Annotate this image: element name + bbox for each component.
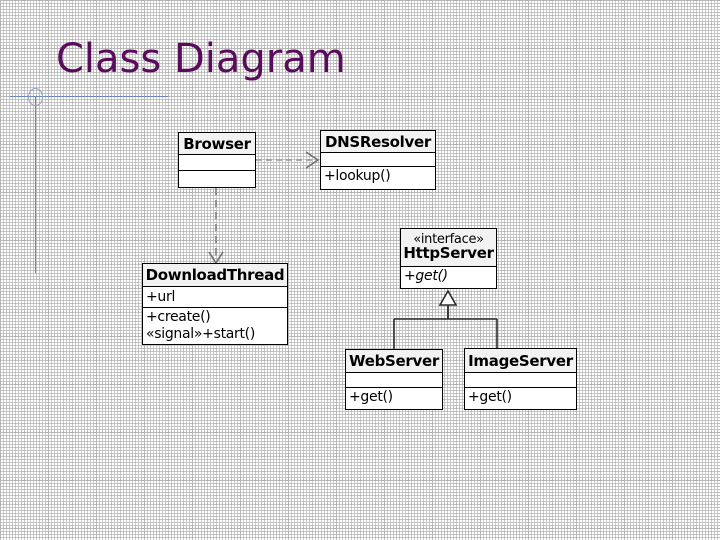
operation-lookup: +lookup() <box>324 168 391 184</box>
class-header-httpserver: «interface» HttpServer <box>401 229 496 267</box>
operation-start: «signal»+start() <box>146 326 256 342</box>
accent-circle-icon <box>28 88 43 106</box>
operation-get-imageserver: +get() <box>468 389 512 405</box>
operation-get-webserver: +get() <box>349 389 393 405</box>
class-name-webserver: WebServer <box>346 350 442 373</box>
dependency-browser-to-downloadthread <box>208 188 224 265</box>
page-title: Class Diagram <box>56 36 346 82</box>
class-box-httpserver[interactable]: «interface» HttpServer +get() <box>400 228 497 289</box>
class-name-httpserver: HttpServer <box>403 244 494 263</box>
class-attributes-dnsresolver <box>321 153 435 167</box>
class-operations-imageserver: +get() <box>465 388 576 409</box>
class-operations-httpserver: +get() <box>401 267 496 288</box>
class-box-browser[interactable]: Browser <box>178 132 256 188</box>
class-attributes-imageserver <box>465 373 576 388</box>
class-attributes-browser <box>179 155 255 171</box>
stereotype-interface: «interface» <box>413 231 484 247</box>
class-box-imageserver[interactable]: ImageServer +get() <box>464 348 577 410</box>
class-attributes-downloadthread: +url <box>143 287 287 308</box>
class-name-imageserver: ImageServer <box>465 349 576 373</box>
operation-get-httpserver: +get() <box>404 268 448 284</box>
generalization-to-httpserver <box>393 289 498 349</box>
dependency-browser-to-dnsresolver <box>256 151 320 169</box>
class-box-downloadthread[interactable]: DownloadThread +url +create() «signal»+s… <box>142 263 288 345</box>
class-name-dnsresolver: DNSResolver <box>321 131 435 153</box>
class-name-browser: Browser <box>179 133 255 155</box>
class-box-webserver[interactable]: WebServer +get() <box>345 349 443 410</box>
accent-vertical-rule <box>35 96 36 273</box>
attribute-url: +url <box>146 289 176 305</box>
class-operations-browser <box>179 171 255 187</box>
class-attributes-webserver <box>346 373 442 388</box>
class-name-downloadthread: DownloadThread <box>143 264 287 287</box>
class-operations-webserver: +get() <box>346 388 442 409</box>
class-operations-downloadthread: +create() «signal»+start() <box>143 308 287 344</box>
class-operations-dnsresolver: +lookup() <box>321 167 435 188</box>
operation-create: +create() <box>146 309 211 325</box>
accent-horizontal-rule <box>10 96 168 97</box>
class-box-dnsresolver[interactable]: DNSResolver +lookup() <box>320 130 436 190</box>
